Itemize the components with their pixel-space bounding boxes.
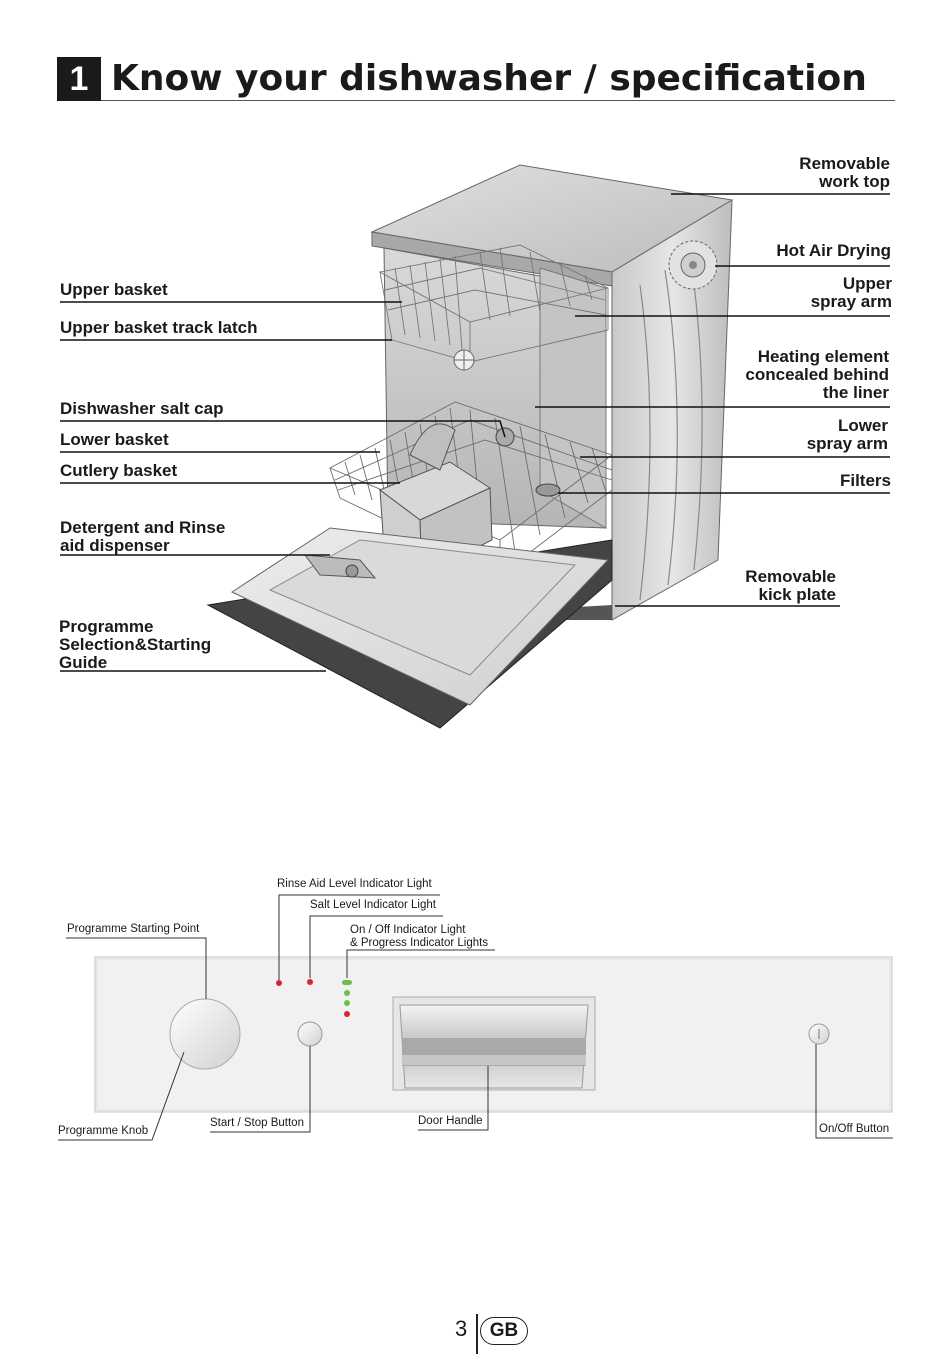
dishwasher-illustration [60,164,890,729]
dishwasher-body [206,164,734,729]
section-number: 1 [57,57,101,101]
diagram-leader-lines [60,193,890,672]
label-work-top: Removable work top [799,154,890,191]
progress-light-1 [344,990,350,996]
label-lower-spray-arm: Lower spray arm [806,416,888,453]
label-upper-basket-track-latch: Upper basket track latch [60,318,258,337]
label-cutlery-basket: Cutlery basket [60,461,178,480]
label-filters: Filters [839,471,891,490]
label-salt-light: Salt Level Indicator Light [310,899,436,911]
label-heating-element: Heating element concealed behind the lin… [745,347,889,402]
label-upper-spray-arm: Upper spray arm [810,274,892,311]
progress-light-2 [344,1000,350,1006]
label-starting-point: Programme Starting Point [67,923,200,935]
label-door-handle: Door Handle [418,1115,483,1127]
label-lower-basket: Lower basket [60,430,169,449]
programme-knob[interactable] [169,998,241,1070]
label-rinse-aid-light: Rinse Aid Level Indicator Light [277,878,432,890]
language-badge: GB [480,1317,528,1345]
label-onoff-button: On/Off Button [819,1123,890,1135]
label-upper-basket: Upper basket [60,280,168,299]
start-stop-button[interactable] [297,1021,323,1047]
panel-leader-lines [58,894,893,1141]
progress-light-3 [344,1011,350,1017]
title-rule [101,100,895,101]
door-handle[interactable] [392,996,596,1091]
page-number: 3 [455,1316,468,1341]
label-salt-cap: Dishwasher salt cap [60,399,224,418]
control-panel-illustration [58,894,893,1141]
label-kick-plate: Removable kick plate [745,567,836,604]
onoff-indicator-light [342,980,352,985]
page-title: Know your dishwasher / specification [111,58,867,99]
footer-divider [476,1314,478,1354]
label-start-stop: Start / Stop Button [210,1117,304,1129]
salt-light [307,979,313,985]
label-programme-knob: Programme Knob [58,1125,149,1137]
rinse-aid-light [276,980,282,986]
label-hot-air-drying: Hot Air Drying [776,241,891,260]
label-detergent-dispenser: Detergent and Rinse aid dispenser [60,518,226,555]
label-programme-guide: Programme Selection&Starting Guide [59,617,212,672]
label-progress-lights: On / Off Indicator Light & Progress Indi… [350,924,489,949]
